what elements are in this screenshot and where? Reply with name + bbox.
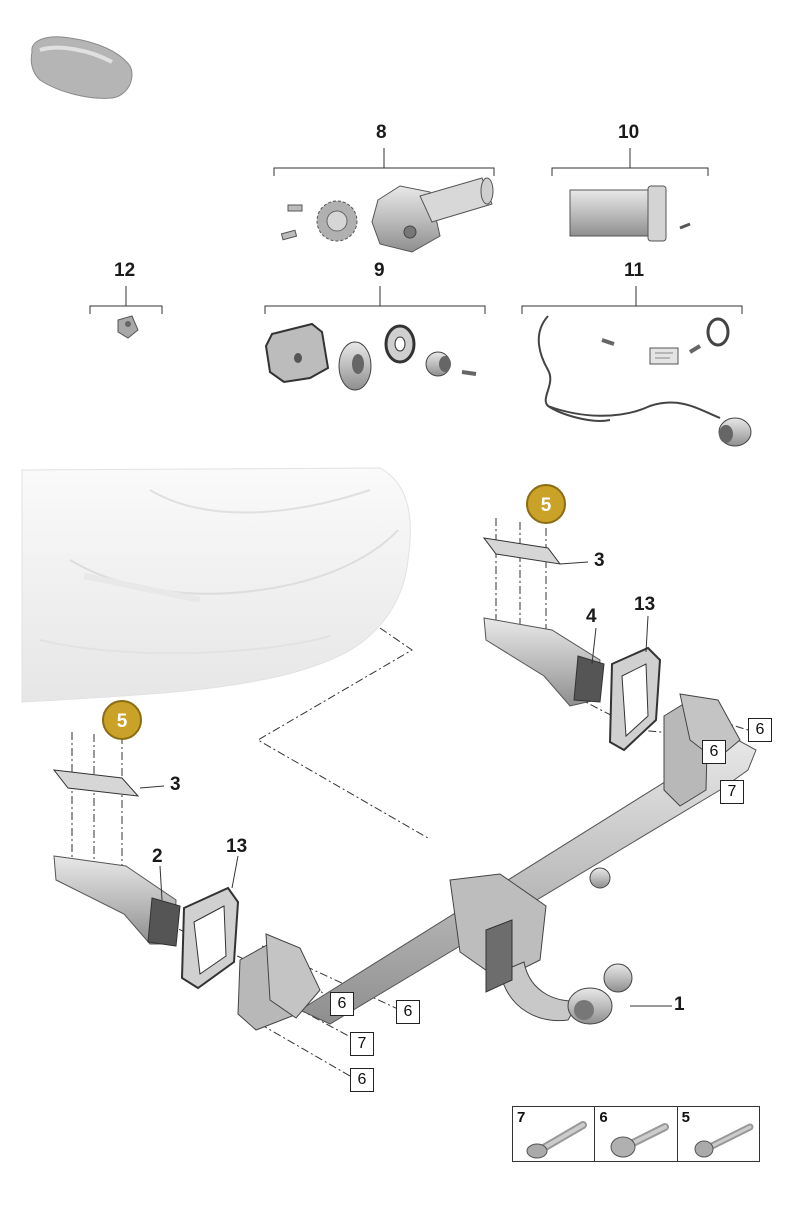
group-bracket-9 [264, 286, 486, 314]
callout-box-6-a: 6 [748, 718, 772, 742]
flange-bolt-icon [526, 1121, 587, 1159]
mount-plate-part-9 [264, 322, 477, 391]
group-label-11: 11 [624, 260, 645, 281]
callout-box-7-a: 7 [720, 780, 744, 804]
side-bracket-part-4 [483, 617, 605, 707]
group-label-8: 8 [376, 122, 387, 143]
callout-box-7-b: 7 [350, 1032, 374, 1056]
legend-number-6: 6 [599, 1109, 608, 1126]
wiring-harness-part-11 [537, 315, 752, 447]
group-bracket-8 [273, 148, 495, 176]
highlight-badge-5-upper: 5 [526, 484, 566, 524]
part-label-2: 2 [152, 846, 163, 867]
group-label-10: 10 [618, 122, 640, 143]
group-bracket-11 [521, 286, 743, 314]
callout-box-6-b: 6 [702, 740, 726, 764]
group-bracket-10 [551, 148, 709, 176]
gasket-part-13-right [608, 646, 662, 752]
tow-bar-assembly-part-1 [237, 693, 757, 1031]
legend-number-7: 7 [517, 1109, 526, 1126]
shim-plate-3-lower [52, 769, 140, 797]
legend-cell-5: 5 [678, 1107, 759, 1161]
part-label-13-right: 13 [634, 594, 656, 615]
part-label-1: 1 [674, 994, 685, 1015]
legend-number-5: 5 [681, 1109, 690, 1126]
legend-cell-7: 7 [513, 1107, 596, 1161]
part-label-3-upper: 3 [594, 550, 605, 571]
socket-housing-part-8 [280, 177, 494, 253]
callout-box-6-e: 6 [350, 1068, 374, 1092]
gasket-part-13-left [180, 886, 240, 990]
highlight-badge-5-lower: 5 [102, 700, 142, 740]
callout-box-6-c: 6 [330, 992, 354, 1016]
vehicle-rear-illustration [21, 467, 411, 703]
bolt-icon [694, 1123, 754, 1158]
clip-part-12 [117, 315, 139, 339]
group-label-12: 12 [114, 260, 136, 281]
hex-bolt-icon [610, 1123, 670, 1158]
group-bracket-12 [89, 286, 163, 314]
part-label-3-lower: 3 [170, 774, 181, 795]
shim-plate-3-upper [482, 537, 562, 565]
car-thumbnail-icon [30, 36, 133, 99]
fastener-legend: 7 6 5 [512, 1106, 760, 1162]
callout-box-6-d: 6 [396, 1000, 420, 1024]
group-label-9: 9 [374, 260, 385, 281]
part-label-13-left: 13 [226, 836, 248, 857]
sleeve-part-10 [569, 185, 691, 242]
legend-cell-6: 6 [595, 1107, 678, 1161]
part-label-4: 4 [586, 606, 597, 627]
leader-lines [139, 561, 672, 1007]
side-bracket-part-2 [53, 855, 181, 947]
